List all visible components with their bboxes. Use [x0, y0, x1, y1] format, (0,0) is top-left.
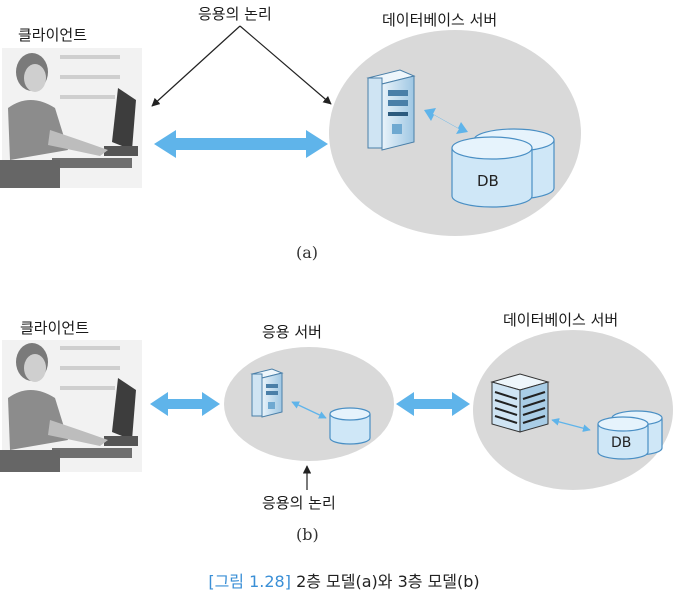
client-server-arrow-a — [154, 130, 328, 158]
db-label-b: DB — [611, 435, 631, 451]
server-tower-icon-a — [366, 69, 416, 151]
logic-label-a: 응용의 논리 — [198, 5, 272, 23]
server-db-arrow-a — [424, 108, 468, 134]
db-server-label-b: 데이터베이스 서버 — [503, 311, 618, 329]
figure-number: [그림 1.28] — [208, 572, 291, 591]
client-figure-b — [0, 340, 142, 472]
app-db-server-arrow-b — [396, 392, 470, 416]
app-server-ellipse-b — [224, 347, 394, 461]
app-server-label-b: 응용 서버 — [262, 323, 322, 341]
server-db-link-b — [551, 418, 591, 432]
sublabel-a: (a) — [296, 243, 318, 262]
sublabel-b: (b) — [296, 525, 319, 544]
db-cylinder-icon-b — [597, 410, 663, 460]
logic-pointer-to-server-a — [239, 25, 332, 105]
db-server-label-a: 데이터베이스 서버 — [382, 11, 497, 29]
client-label-a: 클라이언트 — [18, 26, 87, 44]
app-db-link-b — [291, 401, 327, 419]
app-server-tower-icon-b — [250, 368, 284, 418]
figure-caption: [그림 1.28] 2층 모델(a)와 3층 모델(b) — [0, 568, 688, 592]
client-figure-a — [0, 48, 142, 188]
figure-caption-text: 2층 모델(a)와 3층 모델(b) — [296, 572, 480, 591]
client-app-arrow-b — [150, 392, 220, 416]
app-db-cylinder-icon-b — [329, 407, 371, 445]
logic-label-b: 응용의 논리 — [262, 494, 336, 512]
mainframe-server-icon-b — [490, 373, 550, 433]
db-cylinder-icon-a — [451, 128, 555, 208]
logic-pointer-to-client-a — [151, 25, 241, 107]
db-label-a: DB — [477, 172, 499, 190]
client-label-b: 클라이언트 — [20, 319, 89, 337]
